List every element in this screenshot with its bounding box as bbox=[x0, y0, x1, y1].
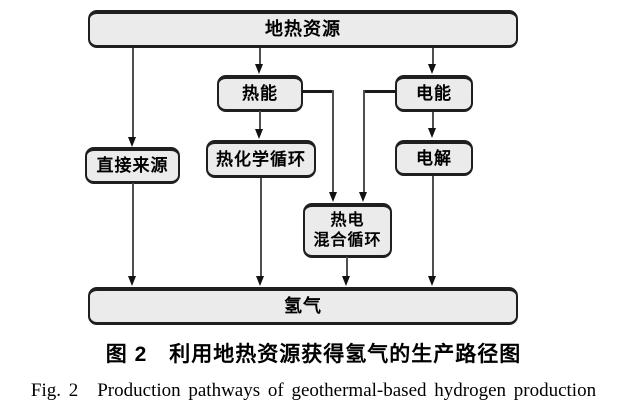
connector-electrolysis-to-hydrogen bbox=[432, 176, 434, 277]
node-thermal-energy: 热能 bbox=[217, 75, 303, 112]
figure-caption-english: Fig. 2 Production pathways of geothermal… bbox=[30, 380, 597, 401]
connector-thermal-to-hybrid-horizontal bbox=[303, 90, 334, 93]
node-thermoelectric-hybrid-cycle: 热电 混合循环 bbox=[303, 203, 392, 258]
connector-geothermal-to-direct bbox=[132, 48, 134, 138]
hybrid-label-line1: 热电 bbox=[330, 212, 365, 229]
connector-geothermal-to-electric bbox=[432, 48, 434, 66]
connector-electric-to-hybrid-vertical bbox=[363, 90, 365, 193]
node-geothermal-resources: 地热资源 bbox=[88, 10, 518, 48]
hybrid-label-line2: 混合循环 bbox=[313, 232, 382, 249]
node-direct-source: 直接来源 bbox=[85, 147, 180, 184]
connector-electric-to-hybrid-horizontal bbox=[363, 90, 395, 93]
arrowhead-into-thermal bbox=[255, 64, 263, 74]
connector-hybrid-to-hydrogen bbox=[346, 257, 348, 277]
arrowhead-into-hydrogen-2 bbox=[256, 276, 264, 286]
connector-thermochemical-to-hydrogen bbox=[260, 178, 262, 277]
arrowhead-into-electrolysis bbox=[428, 128, 436, 138]
arrowhead-into-hydrogen-4 bbox=[428, 276, 436, 286]
arrowhead-into-hybrid-left bbox=[329, 192, 337, 202]
arrowhead-into-hybrid-right bbox=[359, 192, 367, 202]
figure-caption-chinese: 图 2 利用地热资源获得氢气的生产路径图 bbox=[105, 343, 522, 366]
arrowhead-into-thermochemical bbox=[255, 129, 263, 139]
connector-direct-to-hydrogen bbox=[132, 183, 134, 277]
arrowhead-into-hydrogen-1 bbox=[128, 276, 136, 286]
connector-geothermal-to-thermal bbox=[259, 48, 261, 66]
connector-thermal-to-hybrid-vertical bbox=[332, 90, 334, 193]
connector-thermal-to-thermochemical bbox=[259, 111, 261, 130]
node-electrolysis: 电解 bbox=[395, 140, 473, 176]
connector-electric-to-electrolysis bbox=[432, 112, 434, 128]
node-electric-energy: 电能 bbox=[395, 75, 473, 112]
arrowhead-into-electric bbox=[428, 64, 436, 74]
arrowhead-into-hydrogen-3 bbox=[342, 276, 350, 286]
node-thermochemical-cycle: 热化学循环 bbox=[206, 140, 316, 178]
arrowhead-into-direct bbox=[128, 137, 136, 147]
node-hydrogen: 氢气 bbox=[88, 287, 518, 325]
